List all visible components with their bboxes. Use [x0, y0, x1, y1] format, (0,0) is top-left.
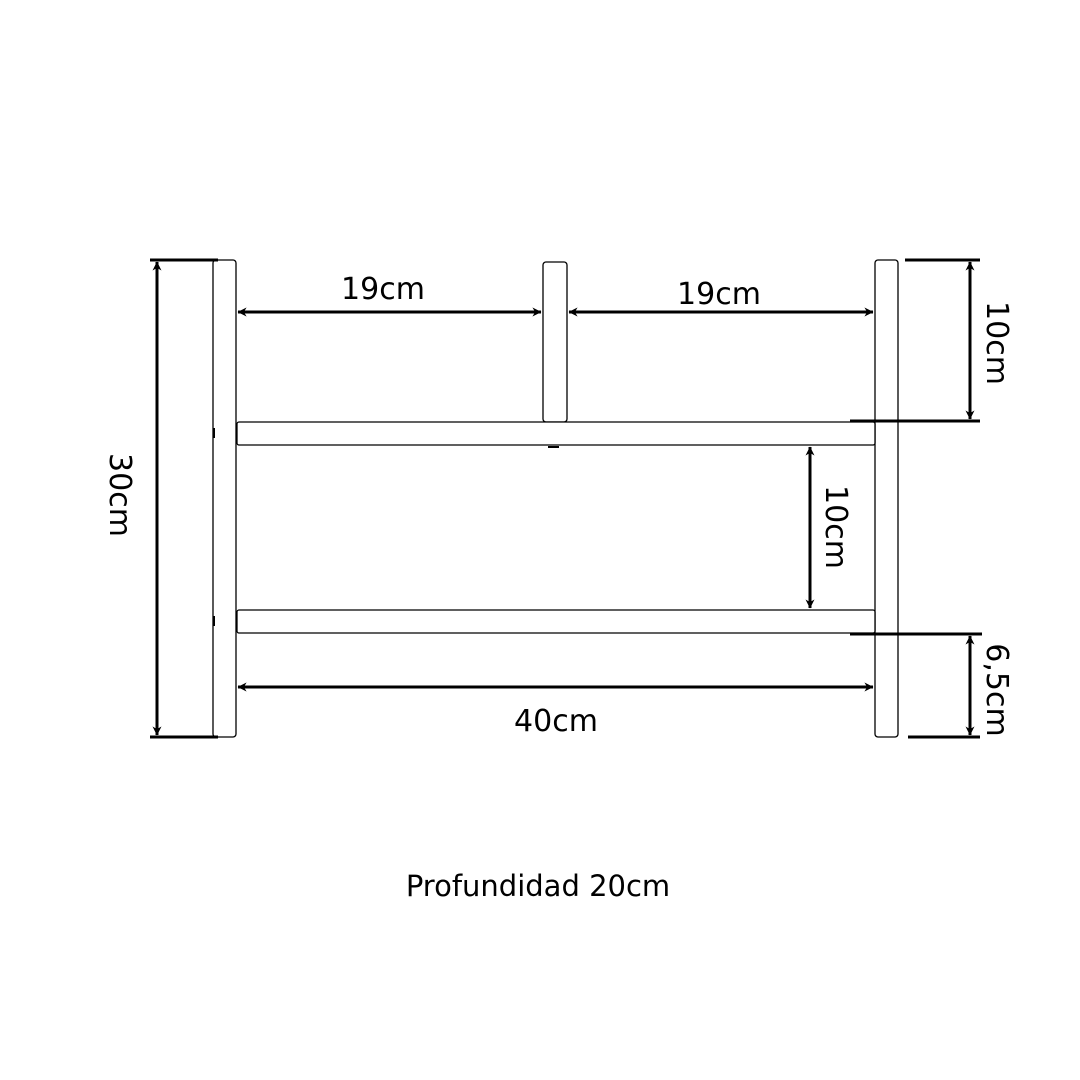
left-post	[212, 259, 237, 738]
label-gap-right: 19cm	[677, 277, 761, 312]
depth-caption: Profundidad 20cm	[406, 869, 670, 903]
label-shelf-spacing: 10cm	[818, 485, 853, 569]
label-bottom-offset: 6,5cm	[979, 643, 1014, 736]
label-gap-left: 19cm	[341, 272, 425, 307]
label-height-total: 30cm	[102, 453, 137, 537]
middle-divider	[542, 261, 568, 423]
label-width: 40cm	[514, 704, 598, 739]
top-shelf	[236, 421, 876, 446]
bottom-shelf	[236, 609, 876, 634]
label-top-section: 10cm	[979, 301, 1014, 385]
right-post	[874, 259, 899, 738]
